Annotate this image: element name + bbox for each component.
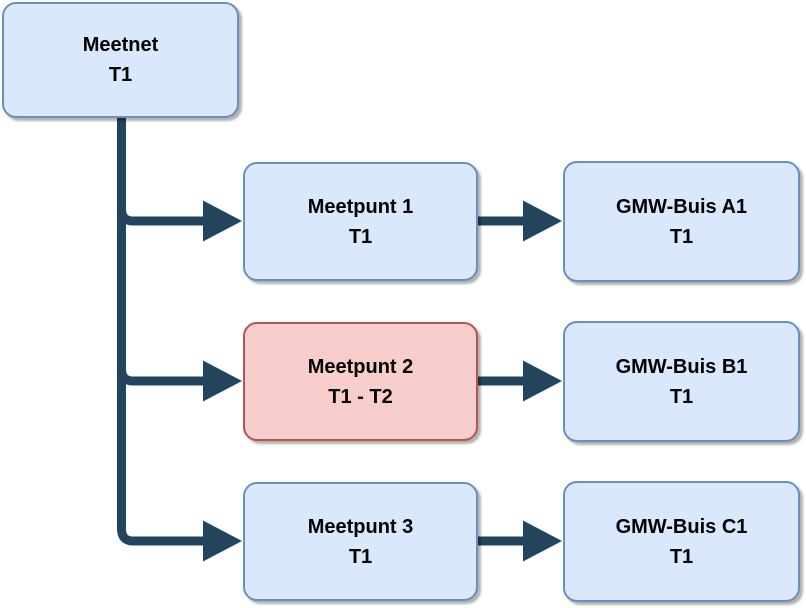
node-meetpunt-1: Meetpunt 1 T1 (243, 162, 478, 281)
edge-meetnet-meetpunt-3 (117, 117, 204, 546)
node-subtitle: T1 (669, 385, 694, 408)
node-title: Meetpunt 1 (307, 195, 414, 218)
arrowhead-icon (523, 520, 562, 562)
node-title: GMW-Buis C1 (615, 515, 748, 538)
edge-meetnet-meetpunt-1 (117, 195, 204, 226)
node-gmw-buis-b1: GMW-Buis B1 T1 (563, 321, 800, 442)
node-gmw-buis-c1: GMW-Buis C1 T1 (563, 481, 800, 602)
node-meetpunt-3: Meetpunt 3 T1 (243, 482, 478, 601)
node-title: GMW-Buis A1 (615, 195, 748, 218)
node-meetnet: Meetnet T1 (2, 2, 239, 118)
node-subtitle: T1 (669, 225, 694, 248)
node-gmw-buis-a1: GMW-Buis A1 T1 (563, 161, 800, 282)
arrowhead-icon (203, 200, 242, 242)
arrowhead-icon (523, 200, 562, 242)
node-meetpunt-2: Meetpunt 2 T1 - T2 (243, 322, 478, 441)
node-subtitle: T1 (669, 545, 694, 568)
arrowhead-icon (523, 360, 562, 402)
node-title: GMW-Buis B1 (615, 355, 748, 378)
node-title: Meetnet (82, 34, 159, 56)
node-title: Meetpunt 2 (307, 355, 414, 378)
arrowhead-icon (203, 360, 242, 402)
node-subtitle: T1 (348, 545, 373, 568)
edge-meetnet-meetpunt-2 (117, 355, 204, 386)
node-subtitle: T1 - T2 (328, 385, 393, 408)
arrowhead-icon (203, 520, 242, 562)
node-subtitle: T1 (108, 64, 133, 86)
node-subtitle: T1 (348, 225, 373, 248)
node-title: Meetpunt 3 (307, 515, 414, 538)
